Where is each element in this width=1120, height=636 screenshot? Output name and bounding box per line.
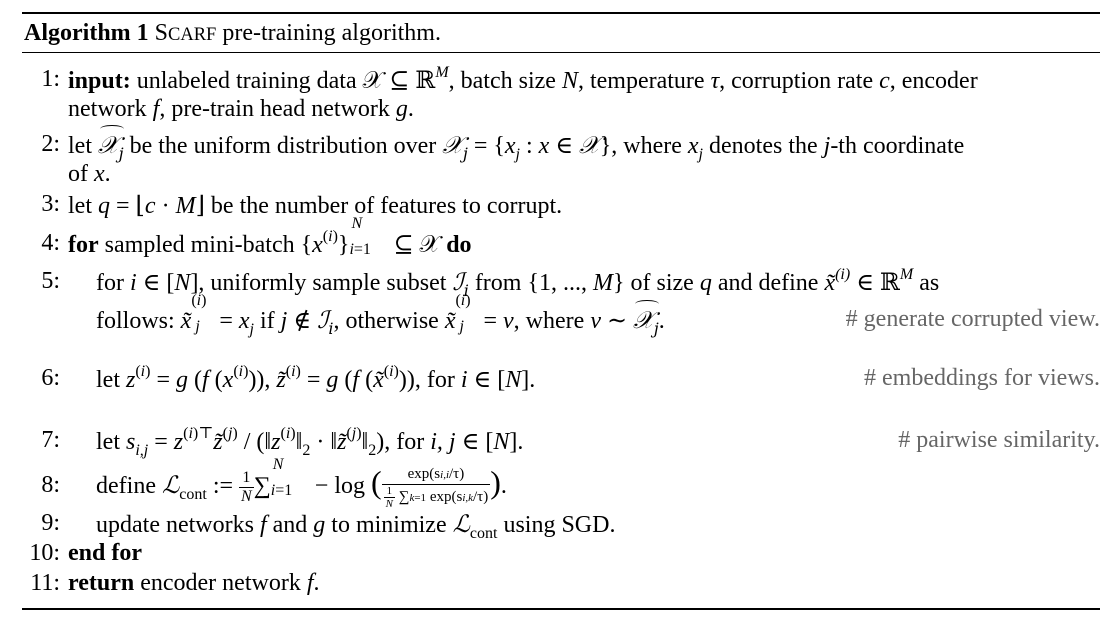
algorithm-title-rest: pre-training algorithm. (216, 20, 441, 46)
line-number: 8: (41, 472, 60, 498)
line-number: 4: (41, 230, 60, 256)
header-rule (22, 52, 1100, 53)
comment: # pairwise similarity. (898, 427, 1100, 453)
line-number: 1: (41, 66, 60, 92)
line-number: 7: (41, 427, 60, 453)
line-5-cont: follows: x̃(i)j = xj if j ∉ ℐi, otherwis… (96, 292, 665, 338)
line-2: let 𝒳j be the uniform distribution over … (68, 125, 965, 163)
keyword: input: (68, 68, 131, 94)
line-number: 11: (30, 570, 60, 596)
line-number: 10: (29, 540, 60, 566)
line-number: 5: (41, 268, 60, 294)
algorithm-name-initial: S (154, 20, 169, 46)
line-1: input: unlabeled training data 𝒳 ⊆ ℝM, b… (68, 64, 978, 94)
algorithm-label: Algorithm 1 (24, 20, 149, 46)
line-3: let q = ⌊c · M⌋ be the number of feature… (68, 193, 563, 219)
line-2-cont: of x. (68, 161, 111, 187)
line-10: end for (68, 540, 142, 566)
line-number: 6: (41, 365, 60, 391)
line-5: for i ∈ [N], uniformly sample subset ℐi … (96, 266, 940, 300)
top-rule (22, 12, 1100, 14)
algorithm-name-rest: CARF (168, 25, 217, 45)
line-1-cont: network f, pre-train head network g. (68, 96, 414, 122)
line-number: 9: (41, 510, 60, 536)
comment: # embeddings for views. (864, 365, 1100, 391)
line-7: let si,j = z(i)⊤z̃(j) / (‖z(i)‖2 · ‖z̃(j… (96, 425, 524, 459)
line-11: return encoder network f. (68, 570, 320, 596)
line-9: update networks f and g to minimize ℒcon… (96, 510, 616, 542)
line-6: let z(i) = g (f (x(i))), z̃(i) = g (f (x… (96, 363, 536, 393)
line-number: 3: (41, 191, 60, 217)
comment: # generate corrupted view. (845, 306, 1100, 332)
algorithm-title: Algorithm 1 SCARF pre-training algorithm… (24, 15, 441, 53)
line-number: 2: (41, 131, 60, 157)
bottom-rule (22, 608, 1100, 610)
